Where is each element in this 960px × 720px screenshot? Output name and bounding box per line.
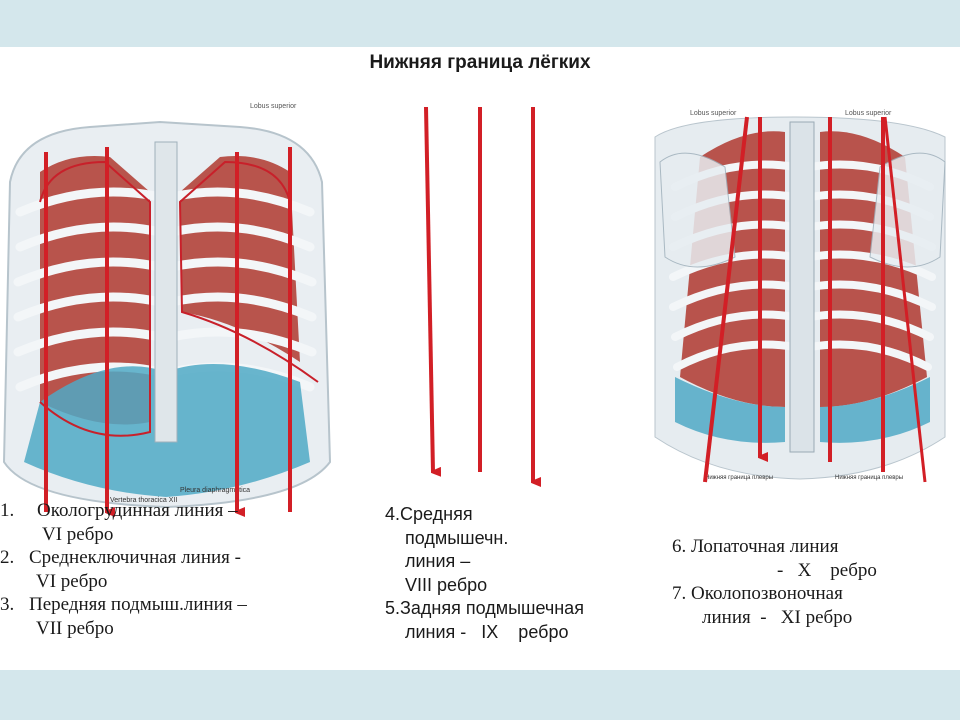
list-item: подмышечн. <box>405 527 509 548</box>
back-top-left-label: Lobus superior <box>690 110 737 117</box>
list-item: 6. Лопаточная линия <box>672 536 839 557</box>
front-chest-illustration: Lobus superior Pleura diaphragmatica Ver… <box>0 102 332 520</box>
list-item-rib: VI ребро <box>42 523 114 545</box>
list-item: 1. Окологрудинная линия – <box>0 500 238 521</box>
line-6a <box>703 116 749 483</box>
back-bottom-right-label: Нижняя граница плевры <box>835 475 903 481</box>
list-item: 7. Околопозвоночная <box>672 583 843 604</box>
list-item-rib: линия - IX ребро <box>405 621 569 642</box>
list-item-rib: линия - XI ребро <box>702 606 853 628</box>
back-chest-illustration: Lobus superior Lobus superior Нижняя гра… <box>645 107 960 487</box>
list-item-rib: - X ребро <box>777 559 877 581</box>
list-item-rib: VI ребро <box>36 570 108 592</box>
front-pleura-label: Pleura diaphragmatica <box>180 487 250 494</box>
list-item: 3. Передняя подмыш.линия – <box>0 594 247 615</box>
line-4-mid-axillary <box>424 106 433 472</box>
axillary-lines-arrows <box>424 106 560 502</box>
list-item-rib: VII ребро <box>36 617 114 639</box>
right-rib-list: 6. Лопаточная линия - X ребро 7. Околопо… <box>672 535 960 629</box>
list-item: линия – <box>405 551 471 571</box>
back-top-right-label: Lobus superior <box>845 110 892 117</box>
front-top-label: Lobus superior <box>250 103 297 110</box>
line-6c <box>883 116 927 483</box>
slide: Нижняя граница лёгких <box>0 47 960 670</box>
list-item-rib: VIII ребро <box>405 574 488 595</box>
front-bottom-label: Vertebra thoracica XII <box>110 497 177 504</box>
back-bottom-left-label: Нижняя граница плевры <box>705 475 773 481</box>
list-item: 4.Средняя <box>385 504 473 524</box>
slide-title: Нижняя граница лёгких <box>369 52 591 73</box>
left-rib-list: 1. Окологрудинная линия – VI ребро 2. Ср… <box>0 499 340 640</box>
list-item: 5.Задняя подмышечная <box>385 598 584 618</box>
list-item: 2. Среднеключичная линия - <box>0 547 241 568</box>
middle-rib-list: 4.Средняя подмышечн. линия – VIII ребро … <box>385 503 660 644</box>
